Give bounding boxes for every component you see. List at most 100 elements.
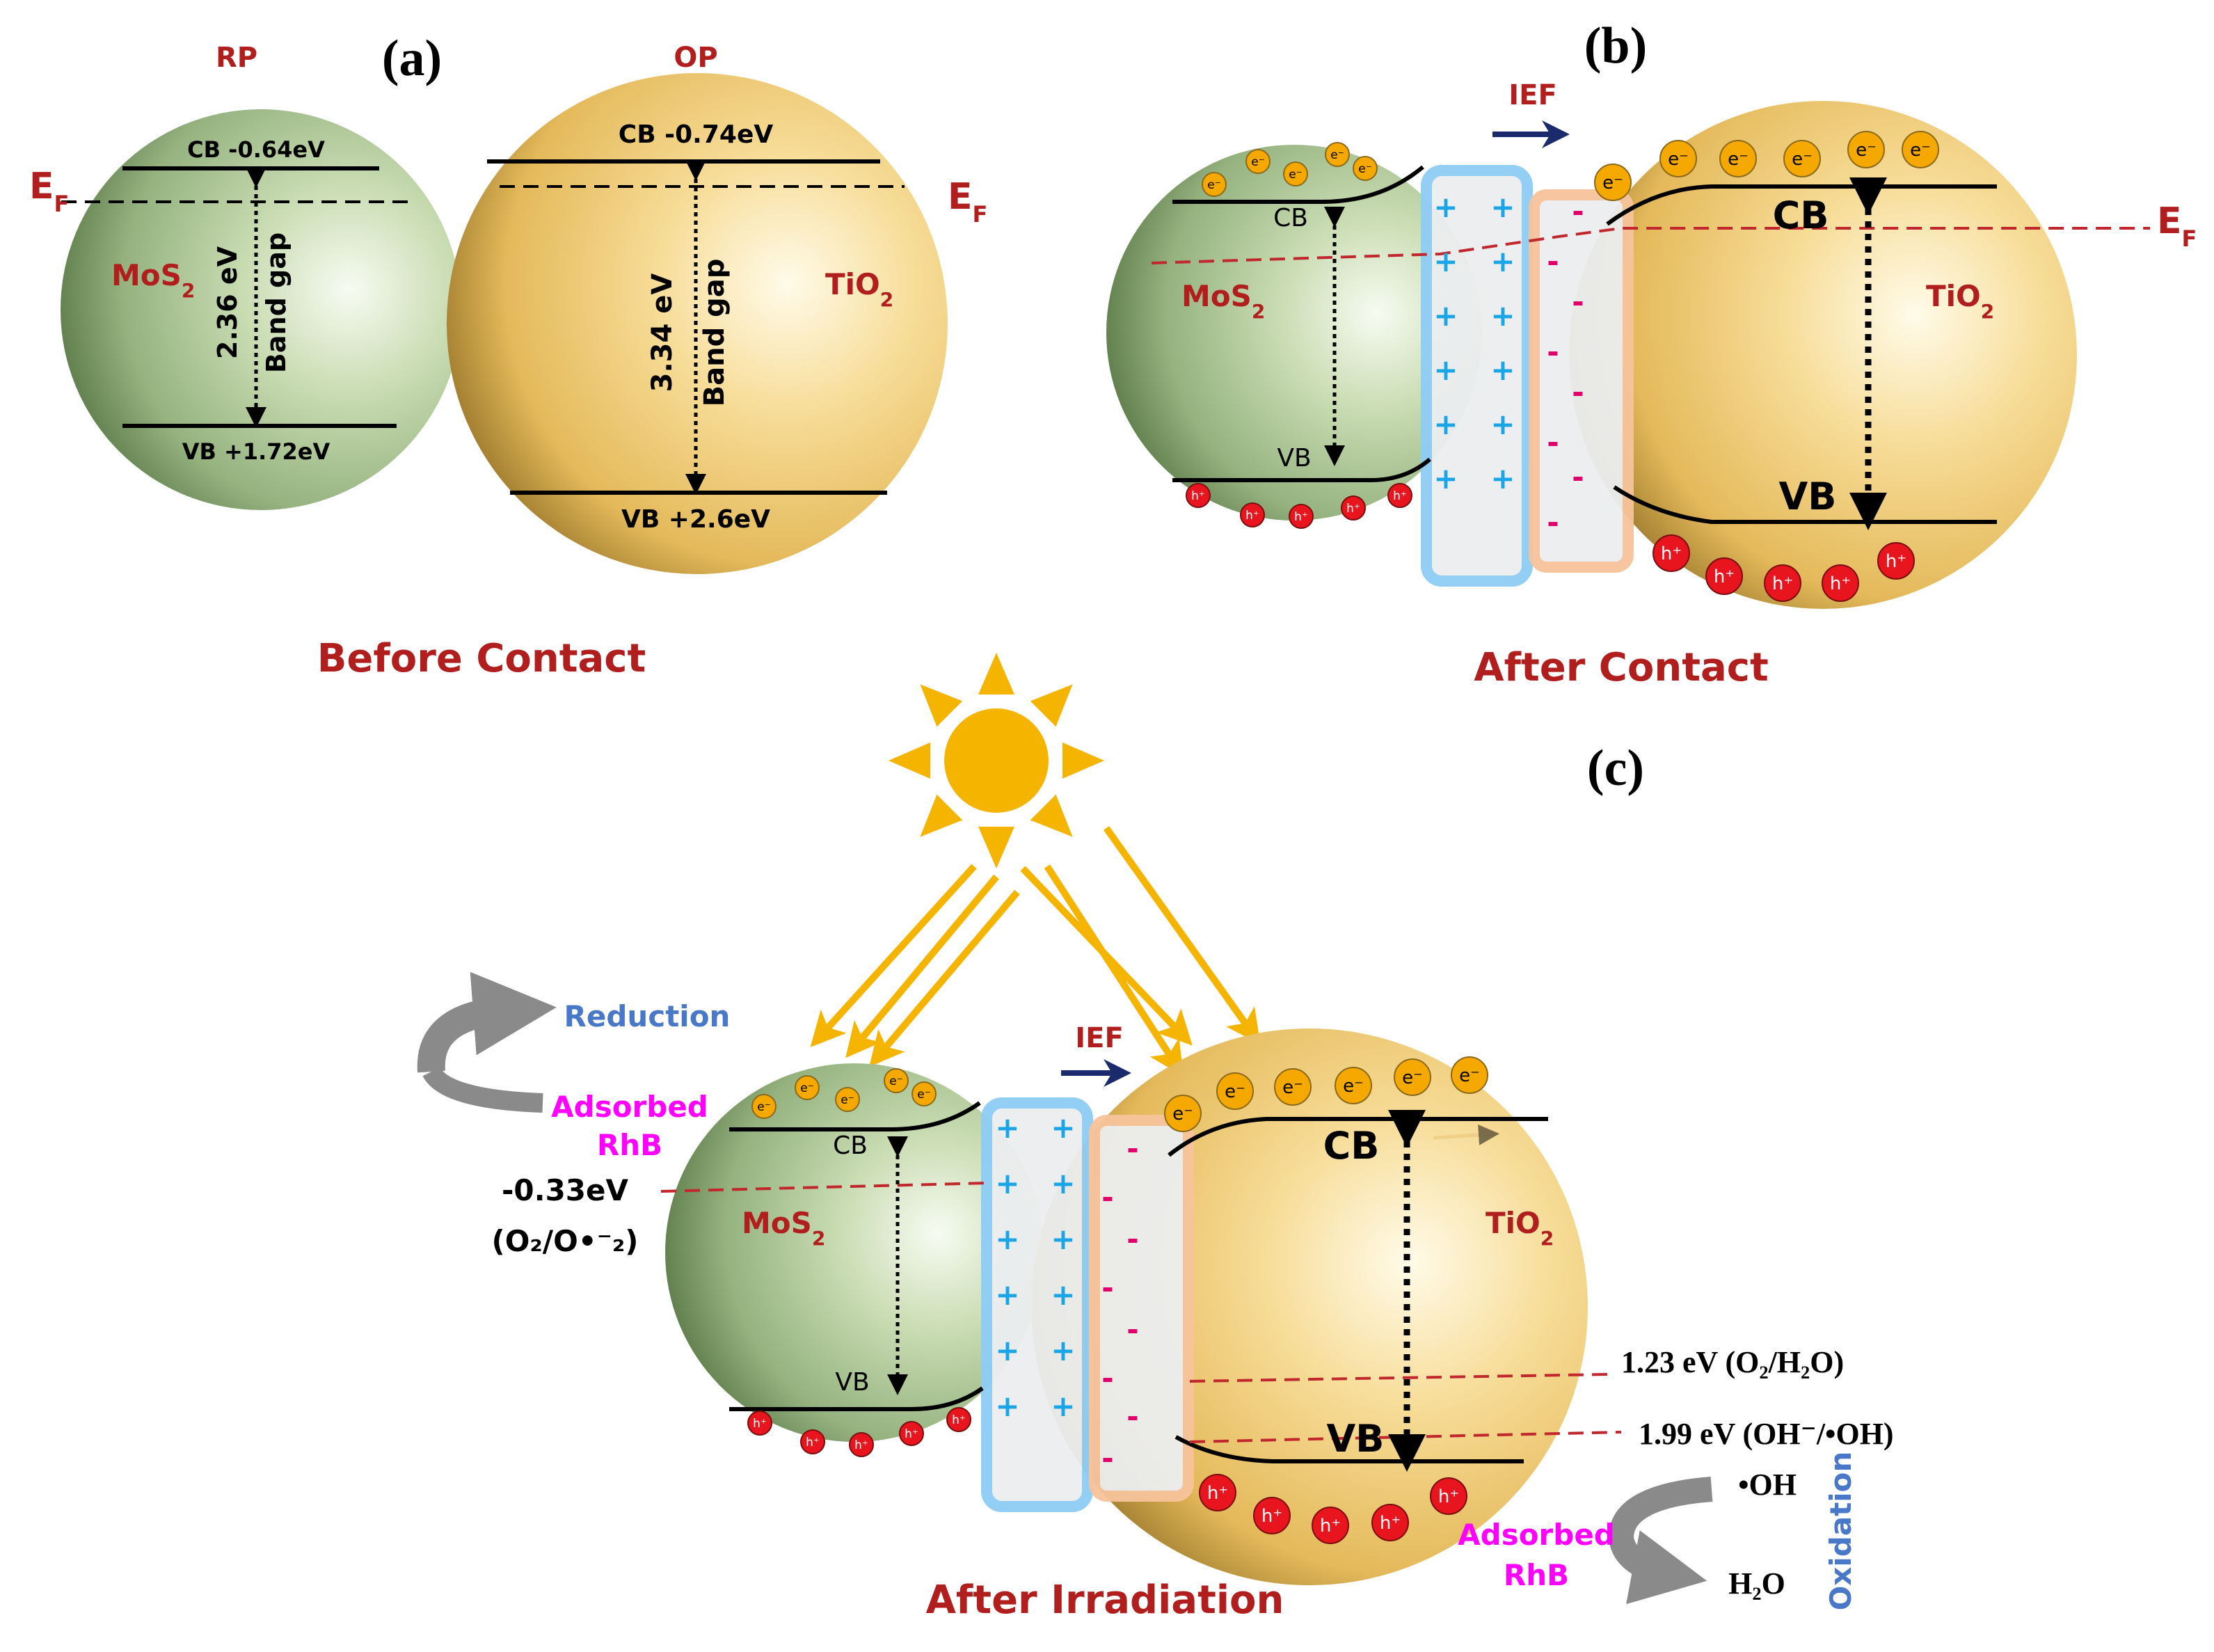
tio2-vb-value-a: VB +2.6eV <box>621 505 770 534</box>
hole: h⁺ <box>1705 557 1743 595</box>
caption-c: After Irradiation <box>926 1578 1284 1623</box>
negative-charge: - <box>1126 1312 1138 1347</box>
electron: e⁻ <box>1353 156 1378 181</box>
positive-charge: + <box>1051 1333 1075 1367</box>
svg-text:e⁻: e⁻ <box>1172 1104 1193 1125</box>
svg-text:h⁺: h⁺ <box>1320 1516 1341 1536</box>
mos2-cb-line-c <box>729 1101 981 1131</box>
mos2-cb-line-b <box>1172 165 1424 204</box>
svg-text:e⁻: e⁻ <box>800 1081 813 1095</box>
svg-text:e⁻: e⁻ <box>1343 1076 1364 1097</box>
mos2-sphere-c <box>665 1063 1044 1442</box>
panel-c: (c) IEF CB VB CB <box>417 653 1894 1623</box>
tio2-cb-value-a: CB -0.74eV <box>619 120 774 149</box>
faint-arrow-c <box>1433 1124 1499 1145</box>
svg-text:e⁻: e⁻ <box>1459 1065 1480 1086</box>
positive-charge: + <box>1490 190 1515 224</box>
positive-layer-b <box>1421 165 1533 587</box>
positive-charge: + <box>995 1278 1019 1312</box>
tio2-sphere-b <box>1569 101 2077 609</box>
adsorbed-label-left: Adsorbed <box>551 1090 708 1124</box>
electron: e⁻ <box>1335 1067 1372 1104</box>
hole: h⁺ <box>800 1429 825 1454</box>
sun-icon <box>889 653 1104 868</box>
mos2-cb-c: CB <box>833 1131 868 1160</box>
electron: e⁻ <box>1216 1072 1254 1110</box>
reduction-label: Reduction <box>564 999 731 1033</box>
negative-charge: - <box>1572 194 1584 228</box>
mos2-cb-value-a: CB -0.64eV <box>187 136 325 163</box>
hole: h⁺ <box>1341 495 1366 521</box>
positive-charge: + <box>995 1389 1019 1423</box>
oh-radical: •OH <box>1738 1468 1797 1502</box>
mos2-sphere-b <box>1106 145 1482 521</box>
mos2-vb-line-c <box>729 1386 984 1411</box>
svg-text:h⁺: h⁺ <box>1294 510 1308 524</box>
electron: e⁻ <box>1202 172 1227 197</box>
hole: h⁺ <box>1199 1474 1236 1511</box>
hole: h⁺ <box>1371 1504 1409 1541</box>
positive-charge: + <box>1433 244 1458 278</box>
electron: e⁻ <box>1325 142 1350 167</box>
positive-charge: + <box>1490 299 1515 333</box>
negative-charge: - <box>1572 285 1584 319</box>
svg-text:h⁺: h⁺ <box>1346 502 1360 516</box>
electron: e⁻ <box>1902 131 1939 168</box>
panel-a: (a) RP OP CB -0.64eV VB +1.72eV 2.36 eV … <box>29 30 987 681</box>
svg-text:e⁻: e⁻ <box>889 1074 902 1088</box>
fermi-label-left-a: EF <box>29 166 69 217</box>
positive-charge: + <box>1433 353 1458 387</box>
mos2-cb-b: CB <box>1273 204 1308 232</box>
hole: h⁺ <box>1186 483 1211 508</box>
sun-ray <box>1030 684 1073 727</box>
negative-layer-b <box>1529 189 1634 573</box>
electron: e⁻ <box>1783 140 1821 177</box>
sun-ray <box>889 742 930 779</box>
negative-charge: - <box>1547 425 1559 459</box>
svg-text:h⁺: h⁺ <box>952 1413 966 1427</box>
negative-charge: - <box>1126 1222 1138 1256</box>
rhb-label-left: RhB <box>597 1128 662 1162</box>
svg-text:h⁺: h⁺ <box>905 1427 918 1441</box>
svg-text:h⁺: h⁺ <box>1438 1486 1459 1507</box>
sun-ray <box>920 794 963 837</box>
reduction-arrow-tail <box>422 1066 543 1113</box>
carriers-b: e⁻e⁻e⁻e⁻e⁻h⁺h⁺h⁺h⁺h⁺e⁻e⁻e⁻e⁻e⁻e⁻h⁺h⁺h⁺h⁺… <box>1186 131 1939 602</box>
electron: e⁻ <box>1451 1056 1488 1094</box>
hole: h⁺ <box>1877 542 1915 580</box>
tio2-gap-label-a: Band gap <box>699 259 731 407</box>
panel-b: (b) IEF CB VB CB VB MoS2 TiO2 EF e⁻e⁻e⁻e… <box>1106 17 2197 690</box>
tio2-gap-value-a: 3.34 eV <box>646 273 678 392</box>
hole: h⁺ <box>946 1407 971 1432</box>
svg-text:e⁻: e⁻ <box>1251 155 1264 169</box>
hole: h⁺ <box>1240 502 1265 527</box>
hole: h⁺ <box>1764 564 1801 602</box>
reduction-arrow-icon <box>417 971 557 1073</box>
hole: h⁺ <box>1652 534 1690 572</box>
mos2-vb-line-b <box>1172 457 1431 482</box>
svg-text:e⁻: e⁻ <box>1402 1067 1423 1088</box>
negative-charge: - <box>1547 505 1559 539</box>
tio2-cb-b: CB <box>1773 193 1829 237</box>
electron: e⁻ <box>795 1075 820 1100</box>
positive-charge: + <box>1051 1111 1075 1145</box>
sun-ray <box>920 684 963 727</box>
reduction-potential: -0.33eV <box>502 1173 629 1207</box>
svg-text:h⁺: h⁺ <box>1380 1513 1401 1534</box>
positive-charge: + <box>1433 299 1458 333</box>
svg-text:e⁻: e⁻ <box>1856 140 1877 161</box>
hole: h⁺ <box>1430 1477 1467 1515</box>
negative-charge: - <box>1572 375 1584 409</box>
svg-text:h⁺: h⁺ <box>1261 1506 1282 1527</box>
mos2-label-c: MoS2 <box>742 1206 825 1250</box>
sun-ray <box>978 827 1014 868</box>
hole: h⁺ <box>1253 1497 1291 1534</box>
svg-text:h⁺: h⁺ <box>1191 489 1205 503</box>
electron: e⁻ <box>884 1068 909 1093</box>
svg-text:e⁻: e⁻ <box>1289 168 1302 182</box>
negative-charge: - <box>1101 1441 1113 1475</box>
tio2-vb-line-b <box>1613 485 1997 524</box>
svg-text:e⁻: e⁻ <box>1910 140 1931 161</box>
electron: e⁻ <box>1245 149 1271 174</box>
